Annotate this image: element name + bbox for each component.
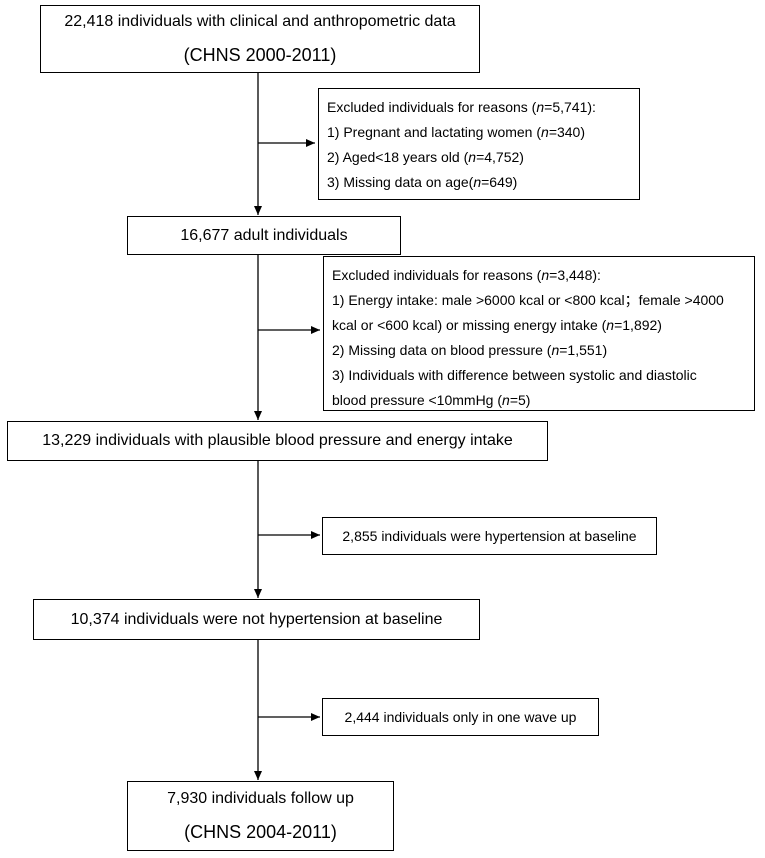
box-final-cohort: 7,930 individuals follow up (CHNS 2004-2…: [127, 781, 394, 851]
box-plausible-bp-energy: 13,229 individuals with plausible blood …: [7, 421, 548, 461]
box-exclusion-1: Excluded individuals for reasons (n=5,74…: [318, 88, 640, 200]
box-exclusion-3: 2,855 individuals were hypertension at b…: [322, 517, 657, 555]
box-adult-text: 16,677 adult individuals: [180, 227, 348, 244]
exclusion-2-item-1b: kcal or <600 kcal) or missing energy int…: [332, 317, 662, 333]
exclusion-2-item-3b: blood pressure <10mmHg (n=5): [332, 392, 531, 408]
box-final-line1: 7,930 individuals follow up: [167, 790, 354, 807]
box-initial-line2: (CHNS 2000-2011): [183, 45, 337, 65]
exclusion-2-title: Excluded individuals for reasons (n=3,44…: [332, 267, 601, 283]
box-exclusion-4: 2,444 individuals only in one wave up: [322, 698, 599, 736]
exclusion-2-item-3a: 3) Individuals with difference between s…: [332, 367, 697, 383]
box-final-line2: (CHNS 2004-2011): [184, 822, 337, 842]
exclusion-1-item-1: 1) Pregnant and lactating women (n=340): [327, 124, 586, 140]
exclusion-2-item-1a: 1) Energy intake: male >6000 kcal or <80…: [332, 292, 724, 308]
box-not-hypertension: 10,374 individuals were not hypertension…: [33, 599, 480, 640]
exclusion-1-item-3: 3) Missing data on age(n=649): [327, 174, 518, 190]
exclusion-1-item-2: 2) Aged<18 years old (n=4,752): [327, 149, 524, 165]
box-adult-individuals: 16,677 adult individuals: [127, 216, 401, 255]
box-exclusion-2: Excluded individuals for reasons (n=3,44…: [323, 256, 755, 411]
exclusion-4-text: 2,444 individuals only in one wave up: [344, 709, 577, 725]
exclusion-3-text: 2,855 individuals were hypertension at b…: [342, 528, 637, 544]
box-initial-population: 22,418 individuals with clinical and ant…: [40, 5, 480, 73]
box-initial-line1: 22,418 individuals with clinical and ant…: [64, 13, 456, 30]
box-not-hypertension-text: 10,374 individuals were not hypertension…: [70, 611, 443, 628]
exclusion-1-title: Excluded individuals for reasons (n=5,74…: [327, 99, 596, 115]
box-plausible-text: 13,229 individuals with plausible blood …: [42, 432, 513, 449]
exclusion-2-item-2: 2) Missing data on blood pressure (n=1,5…: [332, 342, 608, 358]
